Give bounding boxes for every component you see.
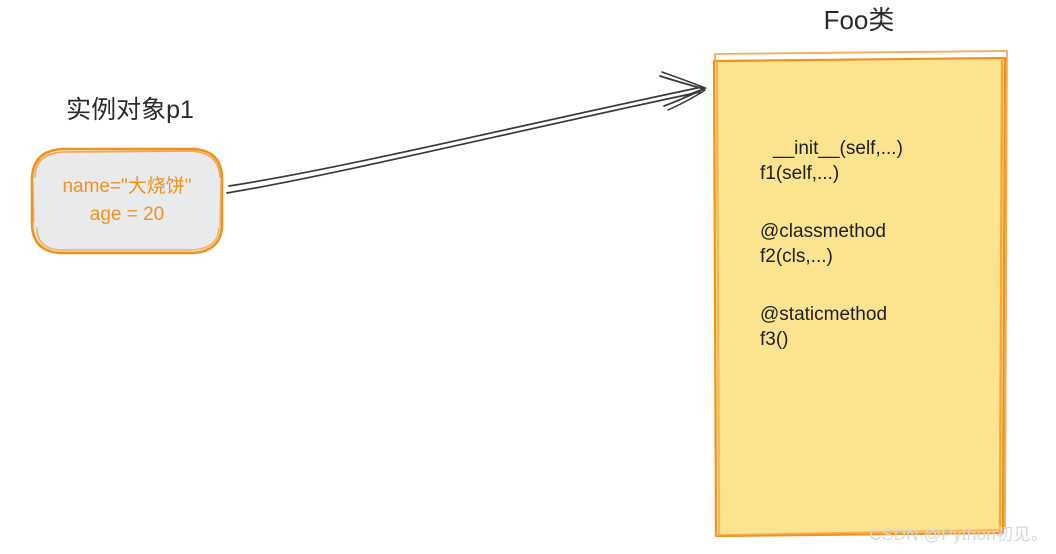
instance-box-sketch-outline [30, 147, 224, 255]
decorator-staticmethod: @staticmethod [760, 304, 888, 325]
decorator-classmethod: @classmethod [760, 221, 886, 242]
member-f3: f3() [760, 329, 789, 350]
class-box-sketch-outline [712, 50, 1008, 538]
class-members-list: __init__(self,...) f1(self,...) @classme… [760, 136, 990, 352]
instance-attributes: name="大烧饼" age = 20 [28, 146, 226, 256]
member-group-class-methods: @classmethod f2(cls,...) [760, 219, 990, 269]
class-box: __init__(self,...) f1(self,...) @classme… [706, 44, 1014, 540]
watermark: CSDN @Python初见。 [869, 525, 1048, 544]
member-f2: f2(cls,...) [760, 246, 833, 267]
instance-attribute-name: name="大烧饼" [62, 176, 192, 197]
member-group-instance-methods: __init__(self,...) f1(self,...) [760, 136, 990, 186]
instance-object-box: name="大烧饼" age = 20 [28, 146, 226, 256]
instance-attribute-age: age = 20 [89, 204, 165, 225]
member-init: __init__(self,...) [773, 138, 903, 159]
instance-object-label: 实例对象p1 [66, 96, 194, 124]
member-f1: f1(self,...) [760, 163, 840, 184]
class-title: Foo类 [823, 5, 895, 35]
member-group-static-methods: @staticmethod f3() [760, 302, 990, 352]
